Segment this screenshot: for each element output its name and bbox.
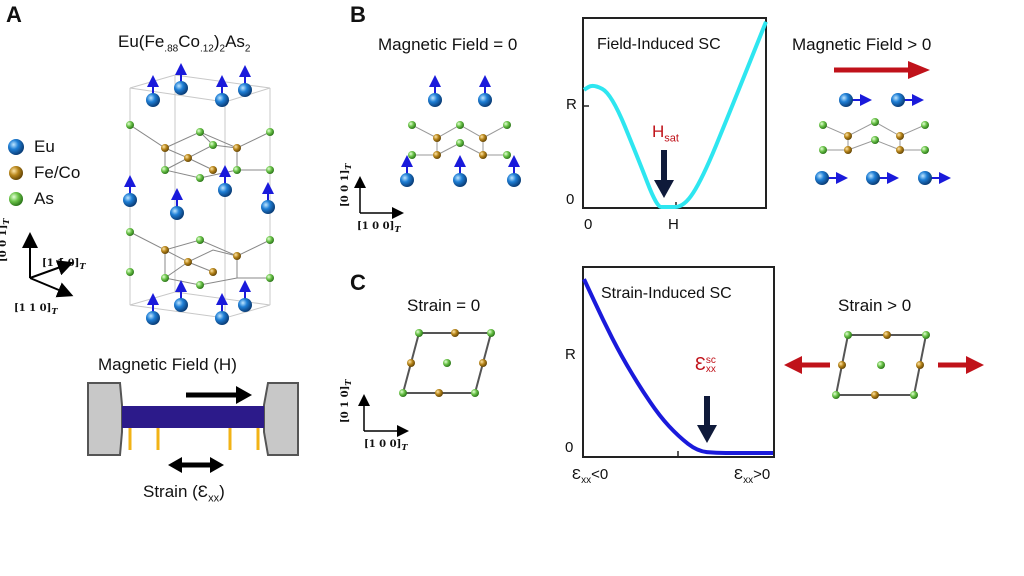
eu-spins-up bbox=[400, 75, 521, 187]
lattice-c-left bbox=[399, 329, 495, 397]
chart-b-ytick-r: R bbox=[566, 96, 577, 113]
eu-spins-right bbox=[815, 93, 951, 185]
chart-c-title: Strain-Induced SC bbox=[601, 285, 732, 302]
strain-device bbox=[87, 382, 299, 456]
eu-atom bbox=[215, 75, 229, 107]
bond-network bbox=[129, 124, 271, 286]
chart-c-frame bbox=[582, 266, 775, 458]
hsat-annotation: Hsat bbox=[652, 122, 679, 145]
axes-c bbox=[358, 394, 409, 437]
chart-c-ytick-r: R bbox=[565, 346, 576, 363]
strain-zero-label: Strain = 0 bbox=[407, 296, 481, 315]
axis-b-100-label: [1 0 0]T bbox=[357, 221, 401, 234]
strain-positive-label: Strain > 0 bbox=[838, 296, 912, 315]
eu-atom bbox=[174, 280, 188, 312]
eu-atom bbox=[238, 280, 252, 312]
eu-atom bbox=[839, 93, 872, 107]
field-zero-label: Magnetic Field = 0 bbox=[378, 35, 518, 54]
field-arrow-red bbox=[834, 61, 930, 79]
eu-atom bbox=[238, 65, 252, 97]
eu-atom bbox=[866, 171, 899, 185]
axes-b bbox=[354, 176, 404, 219]
field-arrow-black bbox=[186, 386, 252, 404]
eu-atom bbox=[170, 188, 184, 220]
eu-atom bbox=[507, 155, 521, 187]
chart-b-xtick-h: H bbox=[668, 216, 679, 233]
strain-double-arrow bbox=[168, 457, 224, 473]
legend-as-label: As bbox=[34, 189, 54, 208]
legend-fe-co-label: Fe/Co bbox=[34, 163, 81, 182]
hsat-arrow bbox=[654, 150, 674, 198]
strain-sc-arrow bbox=[697, 396, 717, 443]
chart-b-ytick-0: 0 bbox=[566, 191, 575, 208]
axis-c-100-label: [1 0 0]T bbox=[364, 439, 408, 452]
eu-atom bbox=[218, 165, 232, 197]
eu-atom bbox=[453, 155, 467, 187]
axis-a-110-label: [1 1 0]T bbox=[14, 303, 58, 316]
eu-atom bbox=[174, 63, 188, 95]
chart-b-xtick-0: 0 bbox=[584, 216, 593, 233]
strain-arrow-left bbox=[784, 356, 830, 374]
legend-fe-sphere bbox=[9, 166, 23, 180]
lattice-c-right bbox=[832, 331, 930, 399]
field-positive-label: Magnetic Field > 0 bbox=[792, 35, 932, 54]
eu-atom bbox=[918, 171, 951, 185]
eu-atom bbox=[146, 75, 160, 107]
panel-a-label: A bbox=[6, 2, 22, 27]
chart-b-frame bbox=[582, 17, 767, 209]
axes-a bbox=[22, 232, 74, 298]
device-strain-label: Strain (Ɛxx) bbox=[143, 482, 225, 505]
crystal-atoms bbox=[126, 121, 274, 289]
chart-c-ytick-0: 0 bbox=[565, 439, 574, 456]
eu-atom bbox=[815, 171, 848, 185]
panel-b-label: B bbox=[350, 2, 366, 27]
eu-atom bbox=[428, 75, 442, 107]
lattice-b-left bbox=[408, 121, 511, 159]
chart-c-xtick-right: Ɛxx>0 bbox=[734, 466, 771, 486]
chart-b-curve bbox=[582, 21, 768, 209]
chart-c-xtick-left: Ɛxx<0 bbox=[572, 466, 609, 486]
eu-atoms-with-spins bbox=[123, 63, 275, 325]
eu-atom bbox=[146, 293, 160, 325]
panel-c-label: C bbox=[350, 270, 366, 295]
eu-atom bbox=[215, 293, 229, 325]
eu-atom bbox=[478, 75, 492, 107]
chart-c-curve bbox=[582, 278, 773, 455]
eu-atom bbox=[123, 175, 137, 207]
lattice-b-right bbox=[819, 118, 929, 154]
crystal-formula: Eu(Fe.88Co.12)2As2 bbox=[118, 32, 251, 55]
legend-eu-sphere bbox=[8, 139, 24, 155]
eu-atom bbox=[261, 182, 275, 214]
chart-b-title: Field-Induced SC bbox=[597, 36, 721, 53]
device-field-label: Magnetic Field (H) bbox=[98, 355, 237, 374]
strain-arrow-right bbox=[938, 356, 984, 374]
legend-eu-label: Eu bbox=[34, 137, 55, 156]
eu-atom bbox=[891, 93, 924, 107]
legend-as-sphere bbox=[9, 192, 23, 206]
eu-atom bbox=[400, 155, 414, 187]
